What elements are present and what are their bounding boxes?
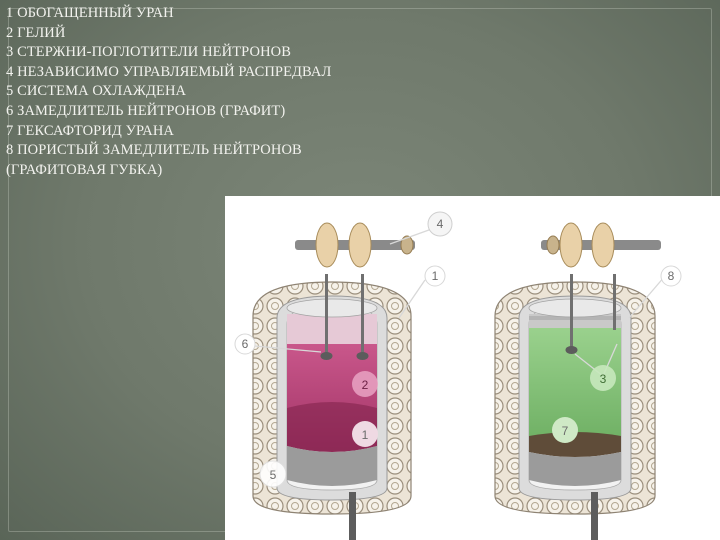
svg-text:1: 1	[362, 428, 369, 442]
legend-item-7: 7 ГЕКСАФТОРИД УРАНА	[6, 122, 331, 142]
legend-item-8-continued: (ГРАФИТОВАЯ ГУБКА)	[6, 161, 331, 181]
legend-list: 1 ОБОГАЩЕННЫЙ УРАН 2 ГЕЛИЙ 3 СТЕРЖНИ-ПОГ…	[6, 4, 331, 180]
svg-text:3: 3	[600, 372, 607, 386]
legend-item-2: 2 ГЕЛИЙ	[6, 24, 331, 44]
callout-1-bottom: 1	[352, 421, 378, 447]
svg-text:7: 7	[562, 424, 569, 438]
legend-item-5: 5 СИСТЕМА ОХЛАЖДЕНА	[6, 82, 331, 102]
callout-7: 7	[552, 417, 578, 443]
legend-item-3: 3 СТЕРЖНИ-ПОГЛОТИТЕЛИ НЕЙТРОНОВ	[6, 43, 331, 63]
callout-8: 8	[661, 266, 681, 286]
legend-item-1: 1 ОБОГАЩЕННЫЙ УРАН	[6, 4, 331, 24]
callout-6: 6	[235, 334, 255, 354]
callout-5: 5	[260, 461, 286, 487]
left-reactor	[253, 223, 415, 540]
svg-text:8: 8	[668, 269, 675, 283]
legend-item-4: 4 НЕЗАВИСИМО УПРАВЛЯЕМЫЙ РАСПРЕДВАЛ	[6, 63, 331, 83]
svg-text:5: 5	[270, 468, 277, 482]
callout-4: 4	[428, 212, 452, 236]
svg-text:1: 1	[432, 269, 439, 283]
callout-2: 2	[352, 371, 378, 397]
legend-item-8: 8 ПОРИСТЫЙ ЗАМЕДЛИТЕЛЬ НЕЙТРОНОВ	[6, 141, 331, 161]
right-reactor	[495, 223, 661, 540]
legend-item-6: 6 ЗАМЕДЛИТЕЛЬ НЕЙТРОНОВ (ГРАФИТ)	[6, 102, 331, 122]
reactor-diagram: 4 1 8 6 2 3 1	[225, 196, 720, 540]
svg-text:4: 4	[437, 217, 444, 231]
svg-text:2: 2	[362, 378, 369, 392]
reactor-diagram-svg: 4 1 8 6 2 3 1	[225, 196, 720, 540]
callout-1-top: 1	[425, 266, 445, 286]
svg-text:6: 6	[242, 337, 249, 351]
callout-3: 3	[590, 365, 616, 391]
